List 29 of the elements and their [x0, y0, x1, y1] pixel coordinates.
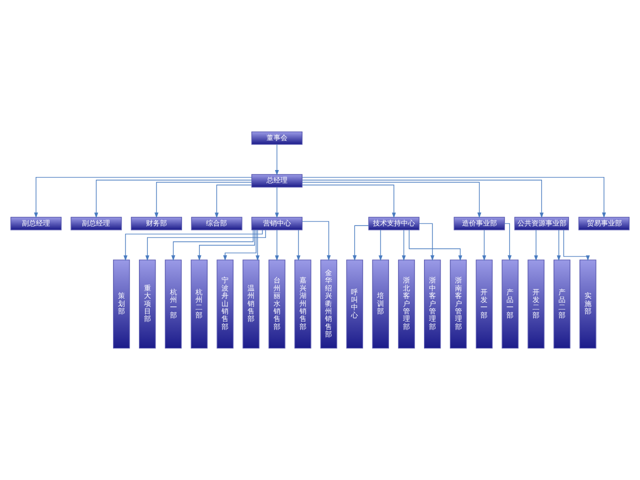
arrow [302, 182, 482, 218]
arrow [214, 184, 252, 218]
arrow [302, 180, 544, 218]
arrow [302, 184, 396, 218]
arrow [378, 230, 383, 261]
arrow [124, 230, 263, 261]
arrow [418, 223, 434, 261]
arrow [256, 230, 260, 261]
arrow [274, 230, 279, 261]
arrow [352, 225, 369, 261]
arrow [296, 230, 300, 261]
arrow [145, 230, 266, 261]
arrow [504, 223, 512, 261]
arrow [197, 230, 255, 261]
arrow [482, 230, 486, 261]
arrow [34, 176, 252, 218]
arrow [171, 230, 254, 261]
arrow [274, 186, 279, 218]
arrow [556, 230, 561, 261]
arrow [154, 182, 252, 218]
arrow [402, 230, 406, 261]
arrow [408, 230, 462, 261]
arrow [302, 221, 331, 261]
arrow [223, 230, 256, 261]
arrow [94, 180, 252, 218]
arrow [563, 230, 590, 261]
arrow [274, 144, 279, 176]
arrow [534, 230, 538, 261]
arrow [302, 176, 606, 218]
